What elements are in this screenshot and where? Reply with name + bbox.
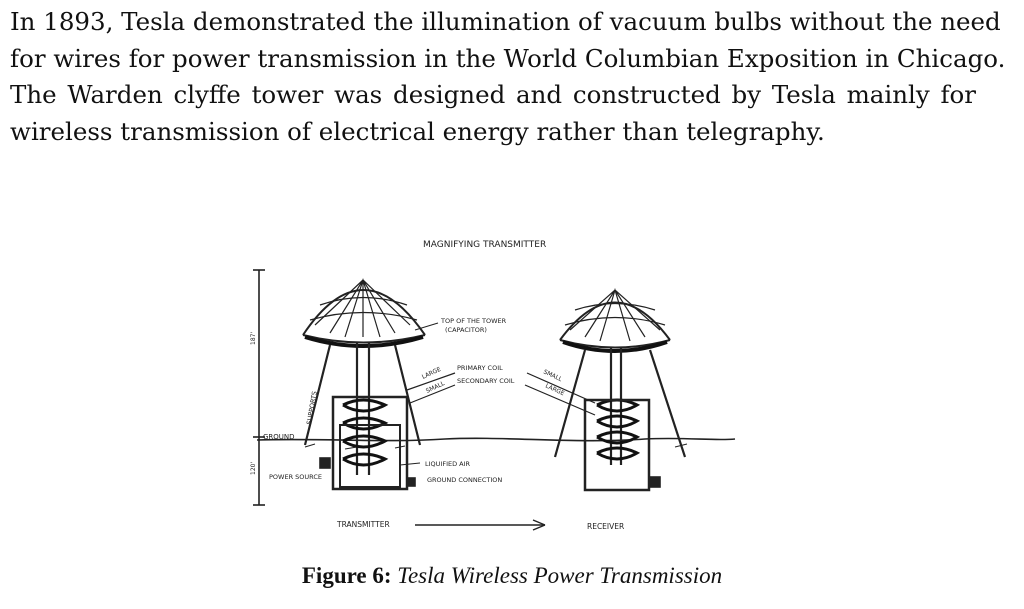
height-bottom-label: 120' (250, 462, 257, 475)
primary-coil-label: PRIMARY COIL (457, 364, 503, 372)
receiver-label: RECEIVER (587, 522, 624, 531)
paragraph-line-3: The Warden clyffe tower was designed and… (10, 80, 976, 109)
height-top-label: 187' (250, 332, 257, 345)
figure-image: MAGNIFYING TRANSMITTER TOP OF THE TOWER … (245, 225, 745, 545)
liquified-air-label: LIQUIFIED AIR (425, 460, 471, 468)
figure-caption-text: Tesla Wireless Power Transmission (397, 563, 723, 588)
body-paragraph: In 1893, Tesla demonstrated the illumina… (10, 4, 1010, 150)
figure-caption: Figure 6: Tesla Wireless Power Transmiss… (0, 563, 1024, 589)
paragraph-line-2: for wires for power transmission in the … (10, 43, 1006, 73)
supports-label: SUPPORTS (305, 390, 319, 425)
paragraph-line-1: In 1893, Tesla demonstrated the illumina… (10, 7, 1001, 36)
transmitter-label: TRANSMITTER (336, 520, 390, 529)
figure-caption-label: Figure 6: (301, 563, 392, 588)
ground-label: GROUND (263, 433, 295, 441)
power-source-label: POWER SOURCE (269, 473, 322, 481)
ground-connection-label: GROUND CONNECTION (427, 476, 502, 484)
right-dome (559, 301, 671, 341)
paragraph-line-4: wireless transmission of electrical ener… (10, 116, 825, 146)
secondary-coil-label: SECONDARY COIL (457, 377, 515, 385)
ground-line (256, 437, 736, 442)
figure-title-label: MAGNIFYING TRANSMITTER (423, 240, 546, 250)
top-of-tower-label: TOP OF THE TOWER (440, 317, 507, 325)
tesla-transmitter-sketch: MAGNIFYING TRANSMITTER TOP OF THE TOWER … (250, 240, 736, 531)
capacitor-label: (CAPACITOR) (445, 326, 487, 334)
